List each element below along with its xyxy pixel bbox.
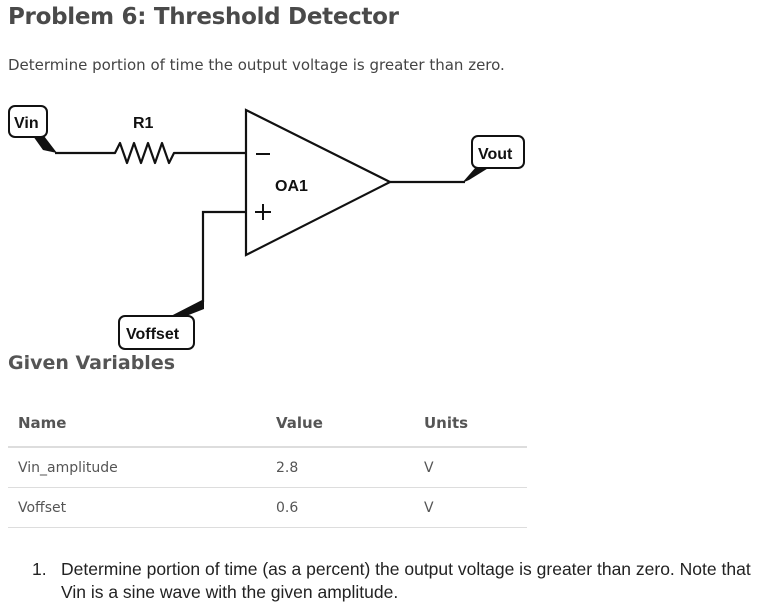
resistor-label: R1 bbox=[133, 115, 154, 132]
table-header-row: Name Value Units bbox=[8, 404, 527, 448]
column-header-units: Units bbox=[414, 404, 527, 448]
variable-name: Vin_amplitude bbox=[8, 447, 266, 488]
variable-value: 2.8 bbox=[266, 447, 414, 488]
question-number: 1. bbox=[32, 559, 47, 579]
table-row: Voffset 0.6 V bbox=[8, 487, 527, 528]
voffset-label: Voffset bbox=[126, 326, 180, 343]
problem-subtitle: Determine portion of time the output vol… bbox=[8, 56, 505, 74]
vout-tag-box bbox=[471, 135, 525, 169]
voffset-wire bbox=[201, 210, 246, 302]
opamp-label: OA1 bbox=[275, 178, 308, 195]
voffset-tag-box bbox=[118, 315, 195, 350]
table-row: Vin_amplitude 2.8 V bbox=[8, 447, 527, 488]
variable-units: V bbox=[414, 447, 527, 488]
opamp-triangle bbox=[244, 108, 393, 257]
column-header-name: Name bbox=[8, 404, 266, 448]
variable-name: Voffset bbox=[8, 487, 266, 528]
vin-tag-box bbox=[8, 105, 48, 138]
problem-title: Problem 6: Threshold Detector bbox=[8, 4, 399, 30]
column-header-value: Value bbox=[266, 404, 414, 448]
variable-value: 0.6 bbox=[266, 487, 414, 528]
variable-units: V bbox=[414, 487, 527, 528]
question-item: 1. Determine portion of time (as a perce… bbox=[32, 558, 754, 604]
given-variables-table: Name Value Units Vin_amplitude 2.8 V Vof… bbox=[8, 404, 527, 528]
question-list: 1. Determine portion of time (as a perce… bbox=[32, 558, 754, 604]
vin-pointer bbox=[33, 136, 57, 153]
vin-label: Vin bbox=[14, 115, 39, 132]
voffset-pointer bbox=[167, 299, 204, 318]
opamp-plus-sign bbox=[255, 204, 271, 220]
vin-wire bbox=[55, 141, 246, 165]
circuit-diagram: OA1 R1 Vin Vout Voffset bbox=[8, 105, 525, 350]
question-text: Determine portion of time (as a percent)… bbox=[61, 559, 751, 602]
vout-pointer bbox=[462, 167, 490, 183]
given-variables-heading: Given Variables bbox=[8, 352, 176, 374]
vout-label: Vout bbox=[478, 146, 513, 163]
